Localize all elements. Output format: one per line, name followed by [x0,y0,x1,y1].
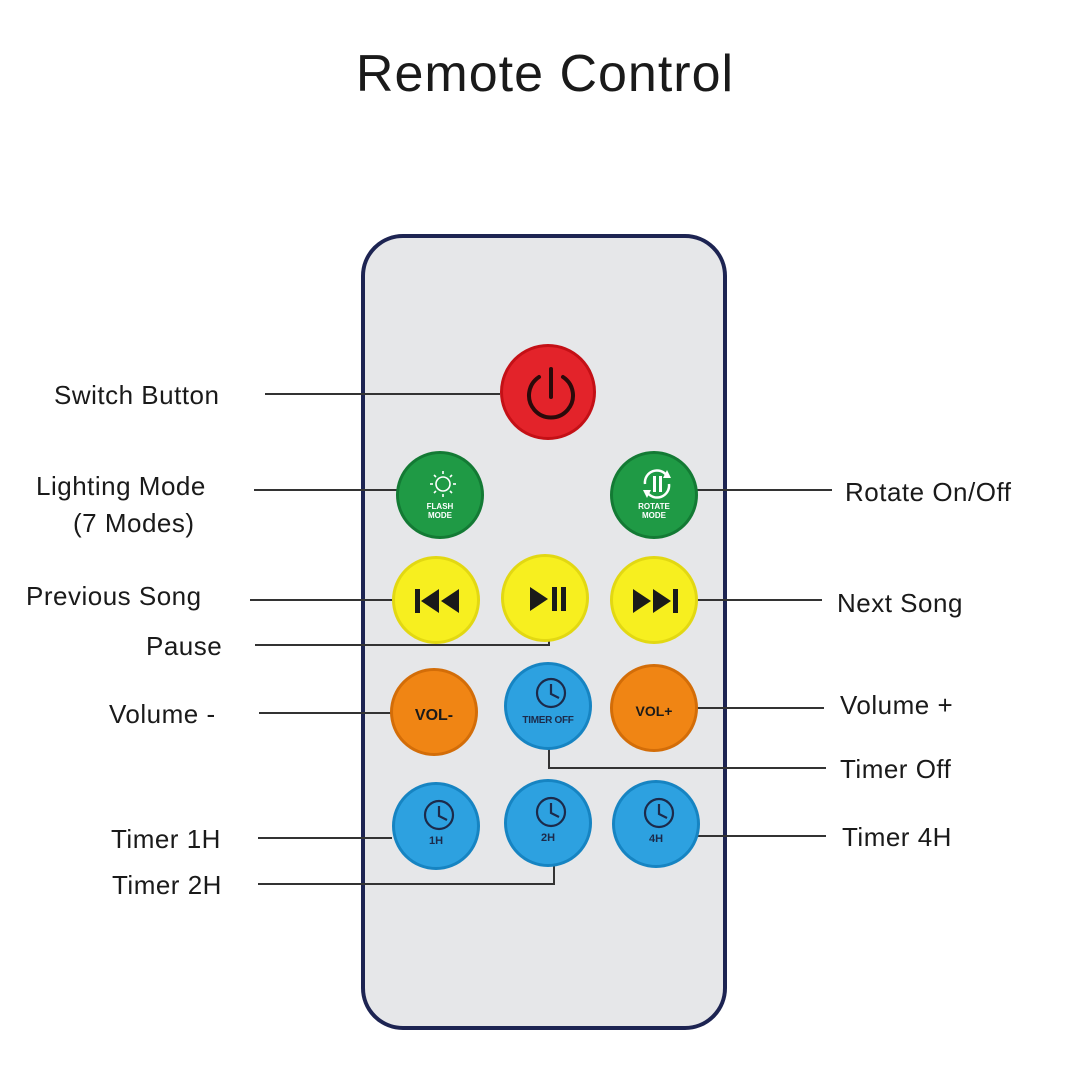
label-pause: Pause [146,631,223,661]
volume-minus-button[interactable]: VOL- [390,668,478,756]
flash-mode-caption-line2: MODE [428,511,452,520]
timer-off-button[interactable]: TIMER OFF [504,662,592,750]
clock-icon [423,799,455,831]
rotate-mode-caption-line2: MODE [642,511,666,520]
label-volume-plus: Volume + [840,690,954,720]
rotate-icon [643,469,671,499]
timer-4h-button[interactable]: 4H [612,780,700,868]
timer-1h-caption: 1H [428,835,444,847]
volume-minus-caption: VOL- [414,707,454,724]
label-lighting-mode: Lighting Mode [36,471,206,501]
timer-1h-button[interactable]: 1H [392,782,480,870]
clock-icon [643,797,675,829]
rotate-mode-button[interactable]: ROTATE MODE [610,451,698,539]
power-button[interactable] [500,344,596,440]
label-timer-off: Timer Off [840,754,952,784]
previous-track-icon [415,589,459,613]
label-previous-song: Previous Song [26,581,202,611]
play-pause-icon [530,587,566,611]
power-icon [527,367,575,420]
next-track-icon [633,589,678,613]
next-song-button[interactable] [610,556,698,644]
rotate-mode-caption-line1: ROTATE [638,502,670,511]
timer-off-caption: TIMER OFF [522,715,574,726]
play-pause-button[interactable] [501,554,589,642]
label-rotate: Rotate On/Off [845,477,1012,507]
volume-plus-button[interactable]: VOL+ [610,664,698,752]
clock-icon [535,796,567,828]
label-lighting-mode-count: (7 Modes) [73,508,195,538]
page-title: Remote Control [355,45,735,103]
clock-icon [535,677,567,709]
label-volume-minus: Volume - [109,699,216,729]
label-switch-button: Switch Button [54,380,220,410]
leader-timer-2h [258,866,555,885]
previous-song-button[interactable] [392,556,480,644]
flash-mode-button[interactable]: FLASH MODE [396,451,484,539]
label-next-song: Next Song [837,588,963,618]
label-timer-4h: Timer 4H [842,822,952,852]
volume-plus-caption: VOL+ [635,703,673,719]
timer-2h-button[interactable]: 2H [504,779,592,867]
label-timer-1h: Timer 1H [111,824,221,854]
sun-icon [430,471,456,497]
flash-mode-caption-line1: FLASH [426,502,454,511]
label-timer-2h: Timer 2H [112,870,222,900]
leader-timer-off [548,748,826,769]
timer-4h-caption: 4H [648,833,664,845]
timer-2h-caption: 2H [540,832,556,844]
